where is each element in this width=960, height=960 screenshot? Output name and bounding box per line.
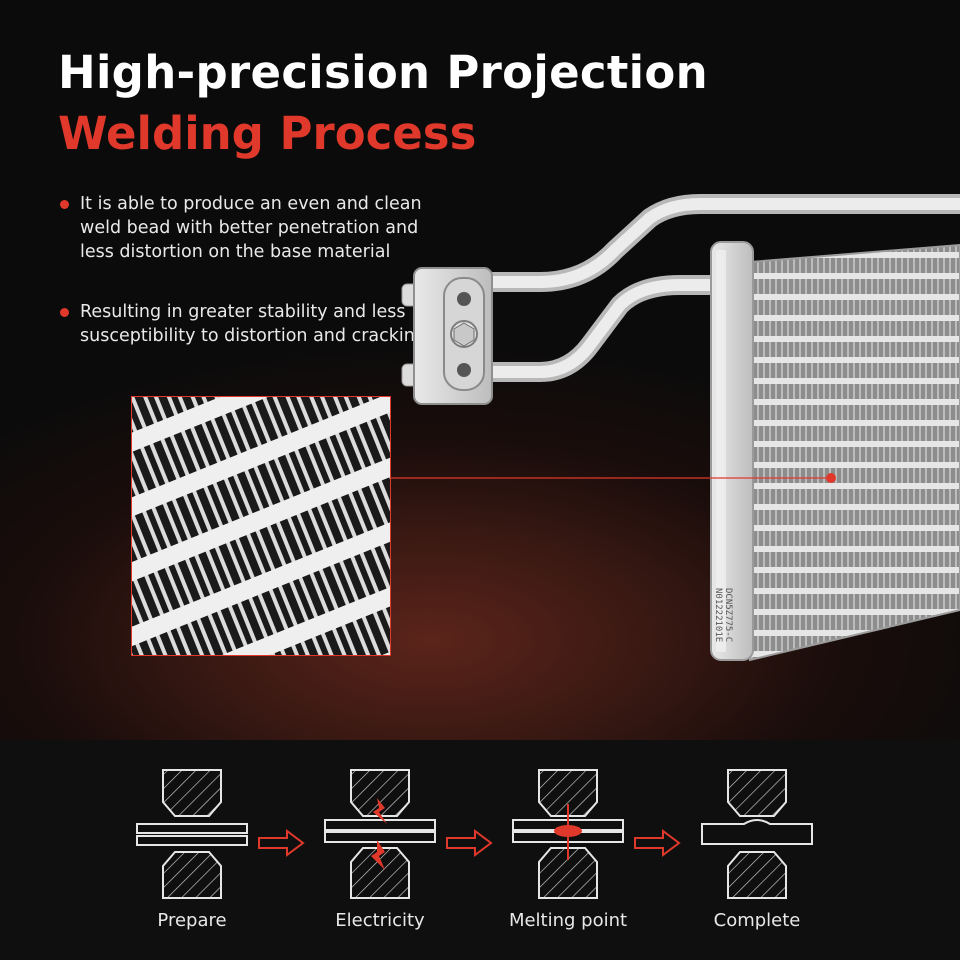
bullet-item: It is able to produce an even and clean … [60,192,430,264]
arrow-right-icon [446,829,493,857]
title-line-1: High-precision Projection [58,46,708,99]
step-prepare: Prepare [127,768,257,931]
step-electricity: Electricity [315,768,445,931]
bullet-text: Resulting in greater stability and less … [80,302,426,346]
step-label: Electricity [335,910,425,931]
bullet-dot-icon [60,200,69,209]
step-complete: Complete [692,768,822,931]
process-steps-bar: Prepare Electricity [0,740,960,960]
complete-icon [701,769,813,899]
arrow-right-icon [634,829,681,857]
part-number-line-2: N01222101E [713,588,723,642]
arrow-right-icon [258,829,305,857]
bullet-item: Resulting in greater stability and less … [60,300,430,348]
step-label: Complete [713,910,801,931]
callout-dot-icon [826,473,836,483]
electricity-icon [324,769,436,899]
hero-section: High-precision Projection Welding Proces… [0,0,960,740]
step-label: Melting point [508,910,628,931]
part-number-line-1: DCN5Z775-C [723,588,733,642]
step-label: Prepare [157,910,227,931]
melting-point-icon [512,769,624,899]
zoom-detail-image [131,396,391,656]
prepare-icon [136,769,248,899]
radiator-image: DCN5Z775-C N01222101E [389,194,960,662]
bullet-text: It is able to produce an even and clean … [80,194,422,262]
step-melting-point: Melting point [503,768,633,931]
bullet-dot-icon [60,308,69,317]
title-line-2: Welding Process [58,107,477,160]
